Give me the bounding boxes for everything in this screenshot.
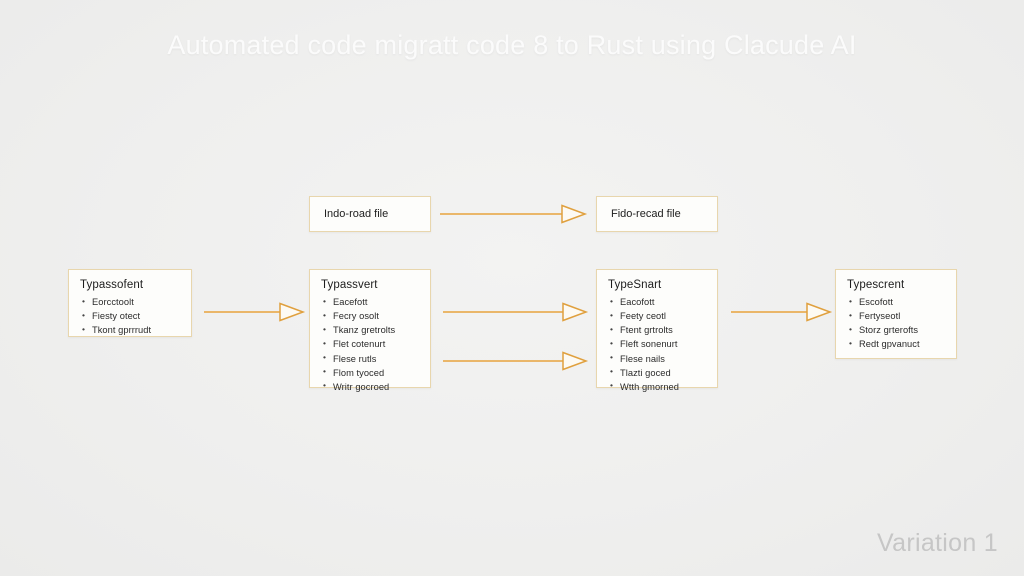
list-item: Wtth gmorned xyxy=(608,379,706,394)
list-item: Escofott xyxy=(847,294,945,309)
list-item: Flom tyoced xyxy=(321,365,419,380)
stage-node-4[interactable]: Typescrent Escofott Fertyseotl Storz grt… xyxy=(835,269,957,359)
stage-node-2[interactable]: Typassvert Eacefott Fecry osolt Tkanz gr… xyxy=(309,269,431,392)
list-item: Ftent grtrolts xyxy=(608,323,706,337)
stage-node-4-list: Escofott Fertyseotl Storz grterofts Redt… xyxy=(847,294,945,352)
list-item: Tkanz gretrolts xyxy=(321,323,419,337)
file-node-output[interactable]: Fido-recad file xyxy=(596,196,718,232)
stage-node-3[interactable]: TypeSnart Eacofott Feety ceotl Ftent grt… xyxy=(596,269,718,392)
file-node-input-label: Indo-road file xyxy=(324,208,389,220)
file-node-input[interactable]: Indo-road file xyxy=(309,196,431,232)
list-item: Fecry osolt xyxy=(321,309,419,323)
list-item: Writr gocroed xyxy=(321,379,419,394)
list-item: Redt gpvanuct xyxy=(847,337,945,351)
list-item: Feety ceotl xyxy=(608,309,706,323)
stage-node-1-title: Typassofent xyxy=(80,279,144,291)
stage-node-2-list: Eacefott Fecry osolt Tkanz gretrolts Fle… xyxy=(321,294,419,394)
stage-node-1-list: Eorcctoolt Fiesty otect Tkont gprrrudt xyxy=(80,294,180,337)
page-title: Automated code migratt code 8 to Rust us… xyxy=(167,30,857,60)
file-node-output-label: Fido-recad file xyxy=(611,208,681,220)
list-item: Flese rutls xyxy=(321,351,419,366)
stage-node-4-title: Typescrent xyxy=(847,279,905,291)
list-item: Tlazti goced xyxy=(608,365,706,380)
list-item: Fertyseotl xyxy=(847,309,945,323)
list-item: Fleft sonenurt xyxy=(608,337,706,351)
variation-label: Variation 1 xyxy=(877,529,998,557)
list-item: Tkont gprrrudt xyxy=(80,323,180,337)
list-item: Eacefott xyxy=(321,294,419,309)
list-item: Eorcctoolt xyxy=(80,294,180,309)
stage-node-3-title: TypeSnart xyxy=(608,279,662,291)
stage-node-2-title: Typassvert xyxy=(321,279,378,291)
list-item: Fiesty otect xyxy=(80,309,180,323)
stage-node-1[interactable]: Typassofent Eorcctoolt Fiesty otect Tkon… xyxy=(68,269,192,337)
list-item: Flet cotenurt xyxy=(321,337,419,351)
list-item: Flese nails xyxy=(608,351,706,366)
list-item: Storz grterofts xyxy=(847,323,945,337)
list-item: Eacofott xyxy=(608,294,706,309)
stage-node-3-list: Eacofott Feety ceotl Ftent grtrolts Flef… xyxy=(608,294,706,394)
